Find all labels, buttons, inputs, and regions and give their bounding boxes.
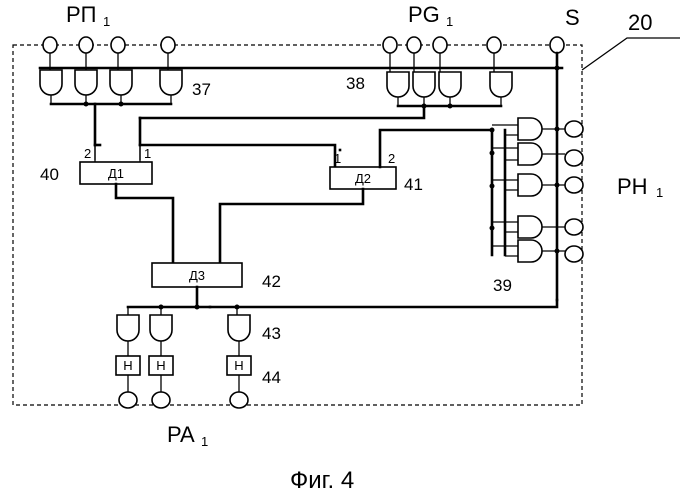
and-gate-38-2 <box>413 72 435 97</box>
label-ph: PH <box>617 174 648 199</box>
port-rp1-4 <box>161 37 175 53</box>
port-ph1-1 <box>565 121 583 137</box>
and-gate-39-2 <box>518 143 542 165</box>
label-37: 37 <box>192 80 211 99</box>
label-pg: PG <box>408 2 440 27</box>
enclosure-frame <box>13 45 582 405</box>
h-label-2: H <box>156 358 165 373</box>
port-pg1-2 <box>407 37 421 53</box>
label-rp: РП <box>66 2 97 27</box>
group-43-44: H H H <box>116 287 557 408</box>
label-s: S <box>565 5 580 30</box>
label-43: 43 <box>262 324 281 343</box>
label-ph-index: 1 <box>656 185 663 200</box>
label-rp-index: 1 <box>103 14 110 29</box>
and-gate-39-3 <box>518 174 542 196</box>
h-label-3: H <box>234 358 243 373</box>
d1-pin-2: 2 <box>84 146 91 161</box>
label-38: 38 <box>346 74 365 93</box>
and-gate-37-2 <box>75 70 97 95</box>
port-pa1-3 <box>230 392 248 408</box>
port-pg1-3 <box>433 37 447 53</box>
label-pa-index: 1 <box>201 434 208 449</box>
port-ph1-3 <box>565 177 583 193</box>
port-s <box>550 37 564 53</box>
wire-top-crossover <box>140 106 424 145</box>
d2-pin-1: 1 <box>334 151 341 166</box>
port-ph1-2 <box>565 150 583 166</box>
and-gate-37-4 <box>160 70 182 95</box>
and-gate-43-3 <box>228 315 250 341</box>
leader-line-20 <box>582 38 680 70</box>
and-gate-39-5 <box>518 240 542 262</box>
and-gate-39-1 <box>518 118 542 140</box>
label-41: 41 <box>404 175 423 194</box>
figure-caption: Фиг. 4 <box>290 467 354 494</box>
wire-d1-to-d3 <box>116 184 173 263</box>
d3-label: Д3 <box>189 268 205 283</box>
and-gate-43-1 <box>117 315 139 341</box>
port-pg1-4 <box>487 37 501 53</box>
d1-label: Д1 <box>108 166 124 181</box>
block-d3: Д3 <box>152 263 242 287</box>
port-rp1-3 <box>111 37 125 53</box>
and-gate-39-4 <box>518 216 542 238</box>
block-d1: Д1 2 1 <box>80 145 335 184</box>
port-ph1-5 <box>565 246 583 262</box>
label-20: 20 <box>628 10 652 35</box>
and-gate-38-3 <box>439 72 461 97</box>
d2-label: Д2 <box>355 171 371 186</box>
label-40: 40 <box>40 165 59 184</box>
and-gate-37-3 <box>110 70 132 95</box>
port-pa1-2 <box>152 392 170 408</box>
d2-pin-2: 2 <box>388 151 395 166</box>
label-42: 42 <box>262 272 281 291</box>
port-rp1-1 <box>43 37 57 53</box>
label-39: 39 <box>493 276 512 295</box>
and-gate-43-2 <box>150 315 172 341</box>
label-pa: PA <box>167 422 195 447</box>
and-gate-37-1 <box>40 70 62 95</box>
port-pg1-1 <box>383 37 397 53</box>
d1-pin-1: 1 <box>144 146 151 161</box>
port-rp1-2 <box>79 37 93 53</box>
label-pg-index: 1 <box>446 14 453 29</box>
port-pa1-1 <box>119 392 137 408</box>
wire-d2-to-d3 <box>220 189 363 263</box>
h-label-1: H <box>123 358 132 373</box>
port-ph1-4 <box>565 219 583 235</box>
label-44: 44 <box>262 368 281 387</box>
and-gate-38-4 <box>490 72 512 97</box>
and-gate-38-1 <box>387 72 409 97</box>
group-39 <box>490 118 584 262</box>
